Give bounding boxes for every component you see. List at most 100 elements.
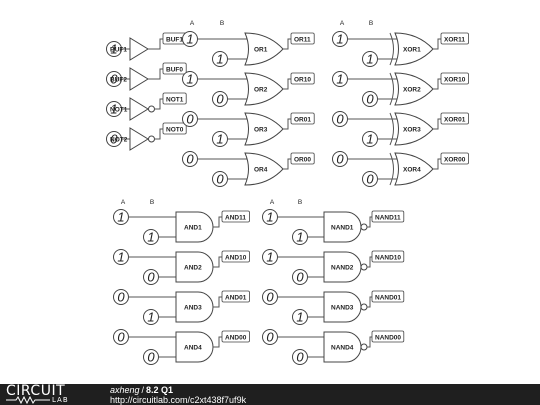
gate-label: AND1 — [184, 225, 202, 232]
wire — [213, 336, 222, 348]
output-label — [371, 250, 405, 263]
input-value: 0 — [216, 92, 224, 107]
output-label — [221, 290, 250, 303]
output-label — [440, 152, 469, 165]
input-value: 1 — [186, 32, 193, 47]
or-symbol — [244, 112, 284, 146]
xor-extra-curve — [389, 72, 394, 106]
input-value: 1 — [336, 72, 343, 87]
gate-label: NAND4 — [331, 345, 354, 352]
output-name: AND10 — [225, 254, 247, 261]
xor-symbol — [394, 32, 434, 66]
wire — [154, 98, 163, 110]
xor-symbol — [394, 152, 434, 186]
or-symbol — [244, 32, 284, 66]
gate-label: NAND2 — [331, 265, 354, 272]
wire — [367, 216, 372, 228]
input-value: 0 — [110, 132, 118, 147]
footer-bar: CIRCUIT LAB axheng/8.2 Q1 http://circuit… — [0, 384, 540, 405]
wire — [433, 38, 441, 50]
or-symbol — [244, 72, 284, 106]
output-name: XOR11 — [444, 36, 465, 43]
input-value: 1 — [366, 132, 373, 147]
output-label — [440, 72, 469, 85]
input-value: 0 — [336, 152, 344, 167]
wire — [433, 118, 441, 130]
circuit-url[interactable]: http://circuitlab.com/c2xt438f7uf9k — [110, 395, 247, 405]
column-header-a: A — [340, 20, 345, 27]
or-symbol — [244, 152, 284, 186]
resistor-icon — [6, 396, 50, 404]
gate-label: XOR1 — [403, 47, 421, 54]
output-name: OR10 — [294, 76, 311, 83]
gate-label: NOT1 — [110, 107, 128, 114]
input-value: 1 — [186, 72, 193, 87]
output-name: OR00 — [294, 156, 311, 163]
output-label — [371, 290, 405, 303]
input-value: 0 — [216, 172, 224, 187]
column-header-a: A — [121, 199, 126, 206]
input-value: 0 — [117, 290, 125, 305]
output-name: XOR00 — [444, 156, 466, 163]
input-value: 0 — [296, 350, 304, 365]
input-value: 0 — [266, 290, 274, 305]
output-name: NAND01 — [375, 294, 401, 301]
and-symbol — [175, 331, 214, 363]
output-name: NOT1 — [166, 96, 184, 103]
output-label — [440, 112, 469, 125]
output-name: NAND10 — [375, 254, 401, 261]
buf-symbol — [129, 67, 149, 91]
output-label — [162, 92, 187, 105]
buf-symbol — [129, 37, 149, 61]
column-header-a: A — [190, 20, 195, 27]
gate-label: OR4 — [254, 167, 268, 174]
inverter-bubble — [148, 105, 155, 113]
input-value: 0 — [266, 330, 274, 345]
logo-wordmark: CIRCUIT — [6, 383, 66, 399]
column-header-b: B — [298, 199, 302, 206]
input-value: 1 — [216, 132, 223, 147]
input-value: 1 — [147, 310, 154, 325]
output-label — [290, 112, 315, 125]
column-header-b: B — [150, 199, 154, 206]
wire — [433, 158, 441, 170]
output-label — [290, 32, 315, 45]
input-value: 0 — [366, 92, 374, 107]
input-value: 1 — [147, 230, 154, 245]
output-name: AND11 — [225, 214, 246, 221]
gate-label: XOR3 — [403, 127, 421, 134]
inverter-bubble — [360, 303, 368, 311]
inverter-bubble — [360, 223, 368, 231]
output-name: XOR10 — [444, 76, 466, 83]
input-value: 1 — [110, 102, 117, 117]
inverter-bubble — [360, 263, 368, 271]
wire — [148, 38, 163, 50]
wire — [367, 296, 372, 308]
gate-label: NAND1 — [331, 225, 354, 232]
author-link[interactable]: axheng — [110, 385, 140, 395]
wire — [367, 336, 372, 348]
circuitlab-logo[interactable]: CIRCUIT LAB — [6, 384, 96, 405]
not-symbol — [129, 97, 149, 121]
xor-extra-curve — [389, 112, 394, 146]
wire — [283, 158, 291, 170]
wire — [213, 216, 222, 228]
input-value: 1 — [117, 250, 124, 265]
wire — [283, 118, 291, 130]
input-value: 1 — [117, 210, 124, 225]
xor-symbol — [394, 112, 434, 146]
inverter-bubble — [360, 343, 368, 351]
output-name: BUF0 — [166, 66, 183, 73]
